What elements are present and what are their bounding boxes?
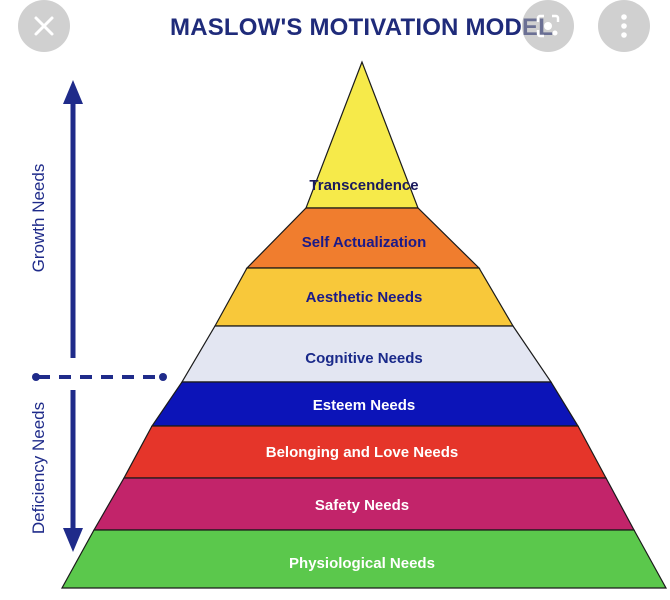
lens-search-button[interactable] bbox=[522, 0, 574, 52]
deficiency-arrow bbox=[63, 390, 83, 552]
label-safety: Safety Needs bbox=[315, 497, 409, 514]
lens-search-icon bbox=[536, 14, 560, 38]
deficiency-needs-label: Deficiency Needs bbox=[29, 402, 48, 534]
label-physiological: Physiological Needs bbox=[289, 555, 435, 572]
label-belonging: Belonging and Love Needs bbox=[266, 444, 459, 461]
diagram-title: MASLOW'S MOTIVATION MODEL bbox=[170, 14, 554, 41]
more-options-button[interactable] bbox=[598, 0, 650, 52]
pyramid-level-physiological bbox=[60, 529, 668, 589]
label-cognitive: Cognitive Needs bbox=[305, 350, 423, 367]
label-transcendence: Transcendence bbox=[309, 177, 418, 194]
more-vertical-icon bbox=[621, 14, 627, 38]
growth-needs-label: Growth Needs bbox=[29, 164, 48, 273]
label-self-actualization: Self Actualization bbox=[302, 234, 426, 251]
divider-dashed-line bbox=[32, 373, 167, 381]
label-esteem: Esteem Needs bbox=[313, 397, 416, 414]
growth-arrow bbox=[63, 80, 83, 358]
label-aesthetic: Aesthetic Needs bbox=[306, 289, 423, 306]
close-icon bbox=[34, 16, 54, 36]
close-button[interactable] bbox=[18, 0, 70, 52]
